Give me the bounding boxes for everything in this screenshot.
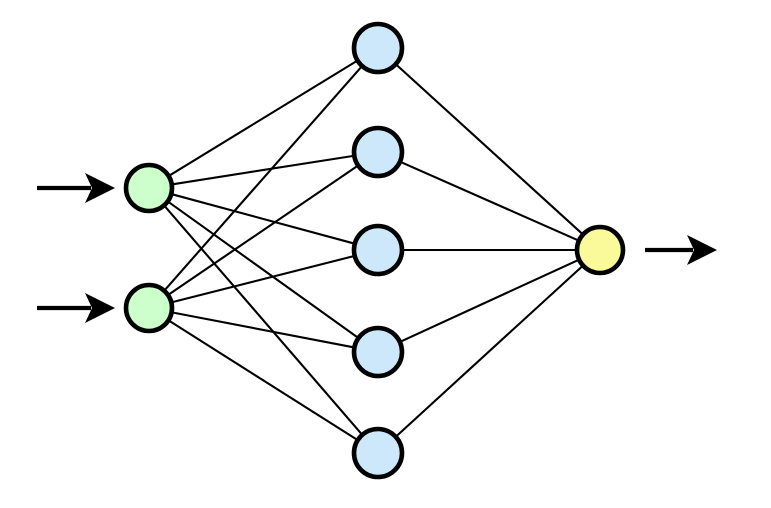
nodes-group [123,21,626,480]
edge-i1-h4 [167,201,359,339]
input-arrow-2-head-icon [85,293,115,323]
edge-h1-o1 [395,64,583,235]
output-node-1[interactable] [574,224,626,276]
edge-h5-o1 [395,265,583,437]
edge-i2-h4 [172,311,354,349]
hidden-node-5[interactable] [351,426,405,480]
output-arrow-1-head-icon [687,235,717,265]
input-arrow-2 [37,293,115,323]
edge-i1-h2 [172,154,354,186]
hidden-node-1[interactable] [351,21,405,75]
edge-i2-h1 [164,66,363,291]
edges-group [164,60,583,441]
edge-h2-o1 [400,161,579,242]
input-arrow-1-head-icon [85,173,115,203]
hidden-node-2[interactable] [351,125,405,179]
hidden-node-4[interactable] [351,325,405,379]
edge-i1-h5 [164,205,363,435]
edge-i2-h5 [168,320,358,441]
output-arrow-1 [645,235,717,265]
hidden-node-3[interactable] [351,223,405,277]
edge-h4-o1 [400,259,579,343]
edge-i2-h2 [168,165,358,296]
edge-i2-h3 [171,255,355,304]
input-node-1[interactable] [123,162,175,214]
input-node-2[interactable] [123,282,175,334]
edge-i1-h3 [171,193,355,245]
io-arrows-group [37,173,717,323]
edge-i1-h1 [168,60,358,177]
input-arrow-1 [37,173,115,203]
